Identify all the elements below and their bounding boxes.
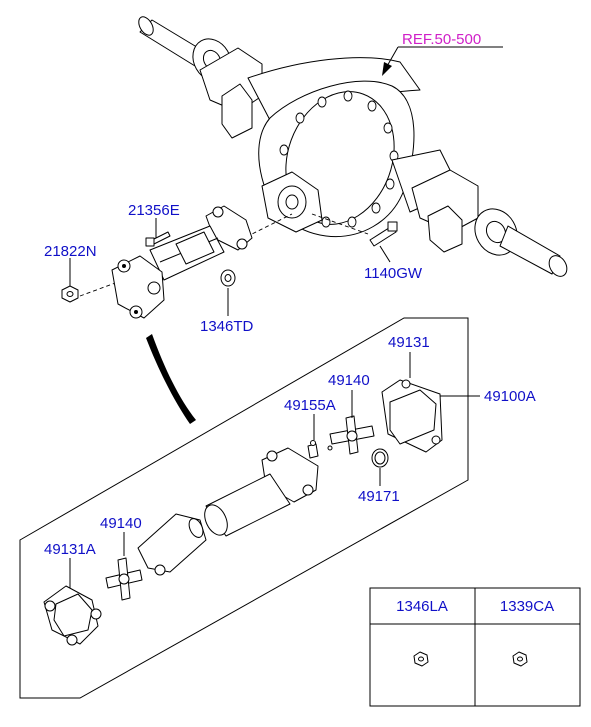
label-21356E: 21356E — [128, 202, 180, 219]
fastener-table: 1346LA 1339CA — [369, 587, 581, 707]
label-49131: 49131 — [388, 334, 430, 351]
driveshaft-assembly-top — [61, 205, 398, 319]
label-1140GW: 1140GW — [364, 265, 423, 282]
table-header-1339CA: 1339CA — [500, 598, 554, 615]
rear-axle-housing — [138, 16, 568, 277]
label-49171: 49171 — [358, 488, 400, 505]
nut-icon — [512, 651, 528, 667]
exploded-view-arrow — [146, 334, 196, 424]
label-49140-bottom: 49140 — [100, 515, 142, 532]
label-49140-top: 49140 — [328, 372, 370, 389]
label-1346TD: 1346TD — [200, 318, 254, 335]
label-21822N: 21822N — [44, 243, 97, 260]
table-header-1346LA: 1346LA — [396, 598, 448, 615]
label-49131A: 49131A — [44, 541, 96, 558]
label-49100A: 49100A — [484, 388, 536, 405]
part-labels: REF.50-500 21356E 21822N 1140GW 1346TD 4… — [44, 31, 536, 558]
exploded-view-frame — [19, 317, 469, 699]
exploded-parts — [43, 379, 443, 646]
leader-lines — [69, 218, 480, 588]
nut-icon — [413, 651, 429, 667]
label-49155A: 49155A — [284, 397, 336, 414]
label-ref: REF.50-500 — [402, 31, 481, 48]
ref-pointer — [382, 46, 503, 76]
